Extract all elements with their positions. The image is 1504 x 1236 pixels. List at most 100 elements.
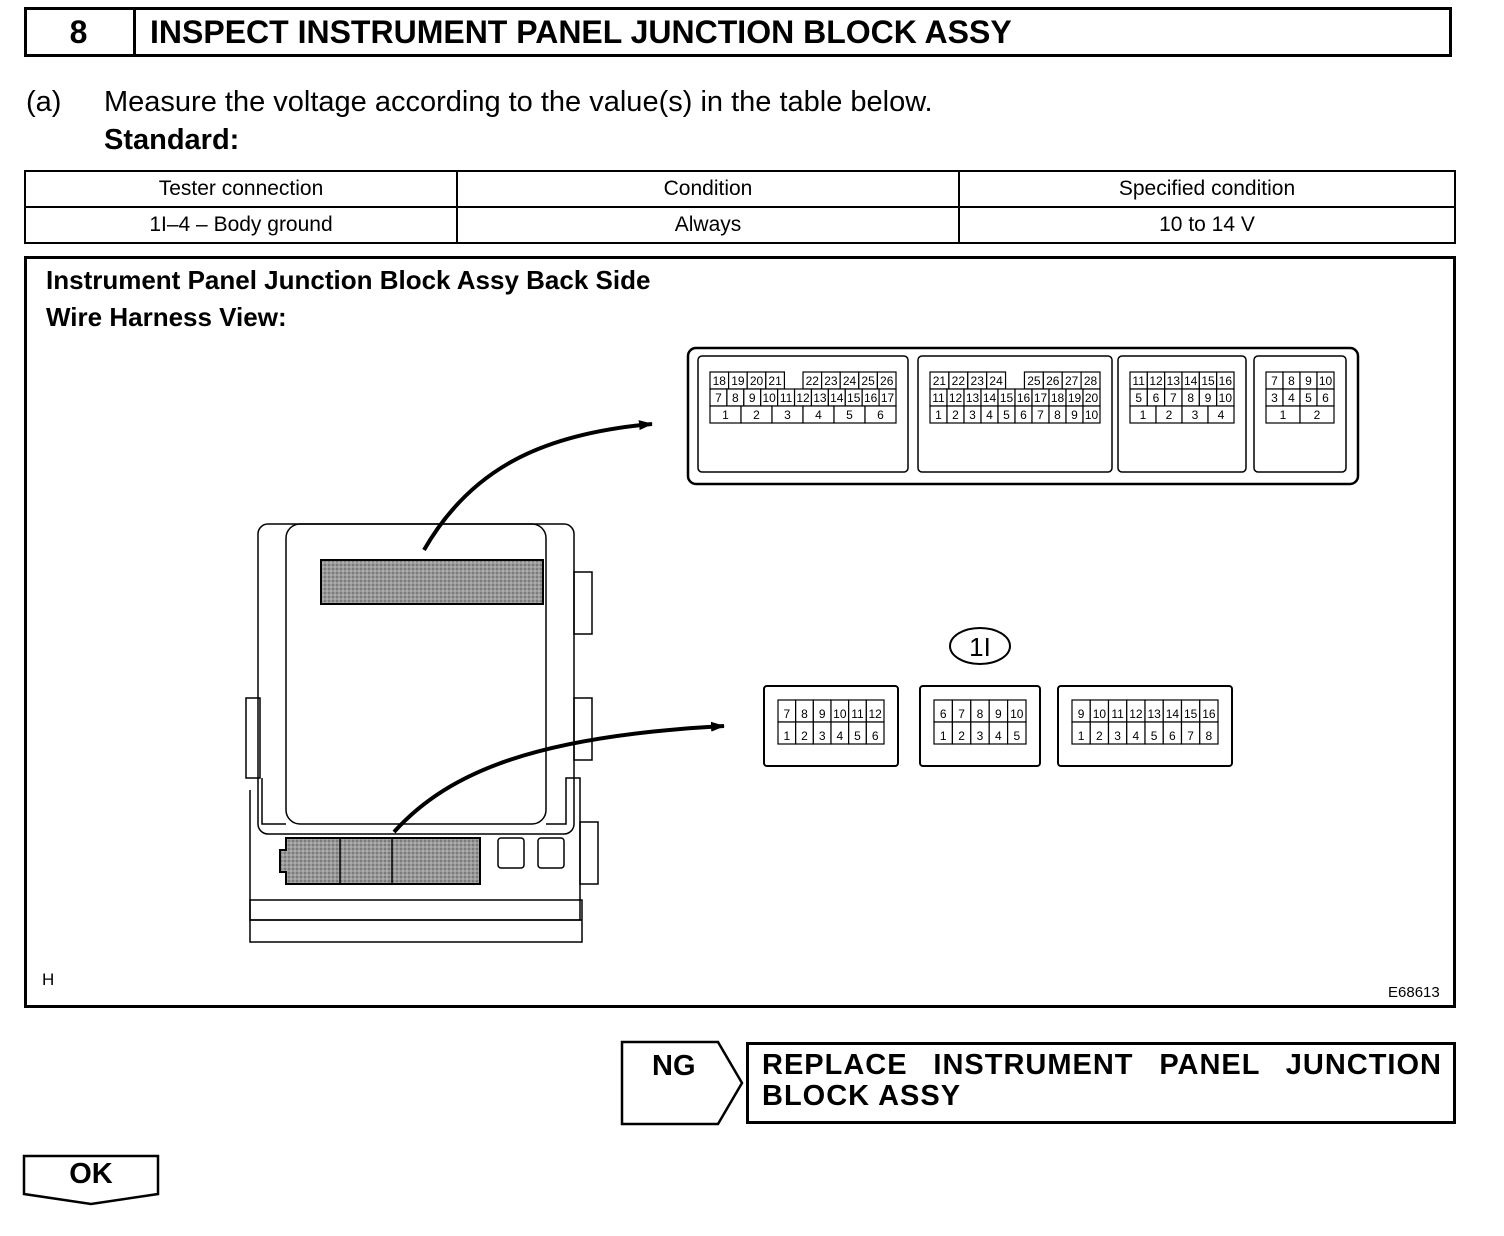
figure-corner-mark: H: [42, 970, 55, 989]
pin-label: 7: [1170, 391, 1177, 405]
pin-label: 25: [1027, 374, 1041, 388]
pin-label: 12: [868, 707, 882, 721]
pin-label: 21: [768, 374, 782, 388]
pin-label: 27: [1065, 374, 1079, 388]
pin-label: 24: [989, 374, 1003, 388]
pin-cell: [1006, 721, 1027, 745]
pin-label: 2: [753, 408, 760, 422]
pin-label: 6: [1322, 391, 1329, 405]
pin-label: 8: [1288, 374, 1295, 388]
pin-label: 3: [977, 729, 984, 743]
pin-label: 8: [977, 707, 984, 721]
pin-label: 4: [836, 729, 843, 743]
pin-label: 11: [1132, 374, 1145, 388]
pin-label: 3: [969, 408, 976, 422]
pin-label: 11: [851, 707, 864, 721]
pin-label: 3: [784, 408, 791, 422]
figure-title-line1: Instrument Panel Junction Block Assy Bac…: [46, 265, 651, 295]
pin-label: 9: [1078, 707, 1085, 721]
pin-label: 12: [1149, 374, 1163, 388]
pin-label: 3: [819, 729, 826, 743]
pin-cell: [1199, 721, 1219, 745]
pin-label: 5: [854, 729, 861, 743]
upper-connector-outline: [697, 355, 909, 473]
spec-table: Tester connection Condition Specified co…: [24, 170, 1456, 244]
pin-cell: [1082, 405, 1101, 424]
pin-label: 8: [732, 391, 739, 405]
pin-label: 8: [801, 707, 808, 721]
pin-label: 16: [864, 391, 878, 405]
pin-label: 21: [933, 374, 947, 388]
pin-label: 1: [1078, 729, 1085, 743]
pin-label: 9: [1071, 408, 1078, 422]
upper-connector-housing: [686, 346, 1360, 486]
pin-label: 3: [1271, 391, 1278, 405]
pin-label: 10: [1010, 707, 1024, 721]
spec-table-header-row: Tester connection Condition Specified co…: [24, 170, 1456, 208]
pin-label: 12: [796, 391, 810, 405]
connector-callout-label: 1I: [969, 632, 991, 662]
pin-label: 6: [1020, 408, 1027, 422]
pin-label: 5: [1305, 391, 1312, 405]
pin-label: 14: [1184, 374, 1198, 388]
pin-label: 26: [1046, 374, 1060, 388]
pin-label: 10: [1085, 408, 1099, 422]
pin-label: 9: [749, 391, 756, 405]
junction-block-drawing: [245, 523, 599, 943]
pin-label: 2: [801, 729, 808, 743]
pin-label: 9: [819, 707, 826, 721]
lower-arrow: [392, 721, 725, 834]
pin-label: 15: [1201, 374, 1215, 388]
spec-cell-tester: 1I–4 – Body ground: [24, 206, 458, 244]
spec-header-condition: Condition: [456, 170, 960, 208]
pin-label: 16: [1219, 374, 1233, 388]
ng-action-box: [746, 1042, 1456, 1124]
pin-cell: [1207, 405, 1235, 424]
pin-label: 17: [1034, 391, 1048, 405]
step-number: 8: [24, 7, 136, 57]
pin-label: 8: [1206, 729, 1213, 743]
lower-connector-outline: [763, 685, 899, 767]
pin-label: 14: [1166, 707, 1180, 721]
ok-label: OK: [69, 1158, 113, 1190]
pin-label: 2: [1096, 729, 1103, 743]
pin-label: 15: [1000, 391, 1014, 405]
ng-action-text: REPLACE INSTRUMENT PANEL JUNCTION BLOCK …: [762, 1049, 1442, 1112]
standard-label: Standard:: [104, 124, 240, 156]
lower-connector-outline: [1057, 685, 1233, 767]
pin-label: 7: [783, 707, 790, 721]
pin-label: 13: [813, 391, 827, 405]
pin-label: 9: [995, 707, 1002, 721]
pin-label: 4: [1288, 391, 1295, 405]
pin-label: 26: [880, 374, 894, 388]
step-header-box: [24, 7, 1452, 57]
figure-title-line2: Wire Harness View:: [46, 302, 287, 332]
pin-label: 4: [995, 729, 1002, 743]
pin-label: 6: [872, 729, 879, 743]
upper-connector-shaded: [320, 559, 544, 605]
pin-label: 9: [1205, 391, 1212, 405]
pin-label: 4: [1218, 408, 1225, 422]
pin-label: 20: [750, 374, 764, 388]
pin-label: 23: [824, 374, 838, 388]
pin-cell: [864, 405, 897, 424]
connector-callout-ellipse: [949, 627, 1011, 665]
pin-label: 5: [1013, 729, 1020, 743]
pin-label: 12: [1129, 707, 1143, 721]
pin-label: 7: [958, 707, 965, 721]
pin-label: 7: [1187, 729, 1194, 743]
pin-label: 25: [861, 374, 875, 388]
pin-label: 11: [1111, 707, 1124, 721]
pin-label: 13: [1167, 374, 1181, 388]
ng-label: NG: [652, 1050, 696, 1082]
pin-cell: [865, 721, 885, 745]
spec-cell-specified: 10 to 14 V: [958, 206, 1456, 244]
pin-label: 18: [1051, 391, 1065, 405]
upper-arrow: [422, 420, 653, 551]
